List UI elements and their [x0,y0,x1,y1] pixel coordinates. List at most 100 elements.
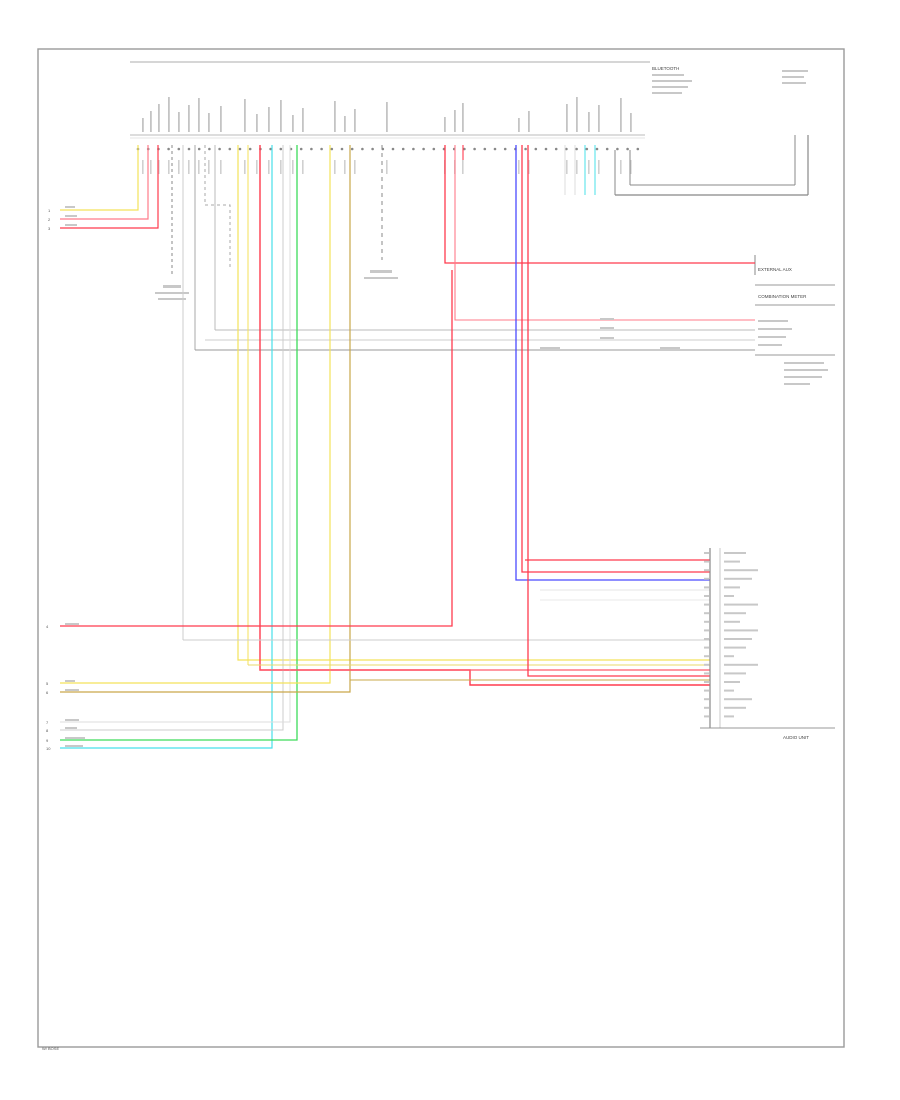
connector-pin [544,147,548,151]
audio-pin-label [724,595,734,597]
connector-label-mark [198,98,200,132]
pin-label: 1 [48,208,51,213]
connector-pin [248,147,252,151]
connector-label-mark [354,109,356,132]
pin-label: 6 [46,690,49,695]
connector-pin [483,147,487,151]
audio-pin-label [724,620,740,623]
left-top-wires: 1 2 3 [48,145,159,231]
wire-color-mark [220,160,222,174]
connector-label-mark [620,98,622,132]
connector-label-mark [444,117,446,132]
pin-label: 4 [46,624,49,629]
pin-label: 9 [46,738,49,743]
connector-label-mark [256,114,258,132]
connector-pin [412,147,415,151]
connector-label-mark [334,101,336,132]
audio-pin-label [724,689,734,692]
connector-label-mark [178,112,180,132]
connector-pin [197,147,201,151]
audio-pin [704,715,709,718]
wire-color-mark [150,160,152,174]
bluetooth-unit: BLUETOOTH [614,66,809,196]
connector-pin [228,147,232,151]
wire-color-mark [188,160,190,174]
audio-pin-label [724,612,746,615]
connector-pin [208,147,211,151]
connector-pin [616,147,619,151]
diagram-border [37,48,845,1048]
connector-pin [330,147,334,151]
connector-pin [401,147,405,151]
top-right-stubs [564,145,596,195]
audio-pin [704,655,709,658]
audio-pin [704,638,709,640]
connector-pin [626,147,629,151]
wire-color-mark [280,160,282,174]
connector-pin [167,147,170,151]
connector-label-mark [208,113,210,132]
connector-label-mark [142,118,144,132]
connector-pin [554,147,558,151]
audio-pin-label [724,638,752,640]
wire-color-mark [566,160,568,174]
wire-color-mark [198,160,200,174]
audio-pin [704,560,709,563]
audio-unit: AUDIO UNIT [700,548,835,740]
connector-pin [350,147,354,151]
connector-pin [371,147,374,151]
connector-label-mark [344,116,346,132]
connector-label-mark [462,103,464,132]
audio-pin [704,603,709,606]
connector-pin [473,147,476,151]
antenna-connector [364,145,398,279]
wire-color-mark [158,160,160,174]
connector-label-mark [158,104,160,132]
audio-pin-label [724,681,740,683]
audio-harness [60,145,710,749]
audio-pin-label [724,603,758,606]
connector-pin [524,147,527,151]
connector-pin [636,147,640,151]
connector-label-mark [576,97,578,132]
extension-wires [195,145,755,351]
connector-label-mark [518,118,520,132]
bluetooth-label: BLUETOOTH [652,66,679,71]
connector-pin [391,147,395,151]
wire-color-mark [528,160,530,174]
audio-pin [704,612,709,615]
audio-pin-label [724,646,746,649]
pin-label: 5 [46,681,49,686]
top-connector [130,134,645,139]
connector-pin [585,147,589,151]
audio-pin [704,646,709,649]
connector-pin [422,147,425,151]
wire-color-mark [588,160,590,174]
connector-pin [269,147,272,151]
audio-pin-label [724,629,758,632]
audio-pin [704,681,709,683]
audio-pin-label [724,698,752,701]
connector-pin [361,147,364,151]
audio-pin [704,706,709,709]
connector-pin [279,147,283,151]
audio-pin-label [724,552,746,554]
audio-pin-label [724,586,740,589]
top-connector-labels [142,97,632,174]
connector-label-mark [588,112,590,132]
wire-color-mark [518,160,520,174]
audio-pin-label [724,706,746,709]
wire-color-mark [576,160,578,174]
connector-label-mark [268,107,270,132]
connector-pin [238,147,242,151]
wire-color-mark [256,160,258,174]
connector-label-mark [244,99,246,132]
audio-pin [704,595,709,597]
door-speaker-connector [155,145,231,640]
connector-pin [575,147,578,151]
audio-pin [704,552,709,554]
wire-color-mark [334,160,336,174]
connector-pin [218,147,221,151]
connector-label-mark [150,111,152,132]
